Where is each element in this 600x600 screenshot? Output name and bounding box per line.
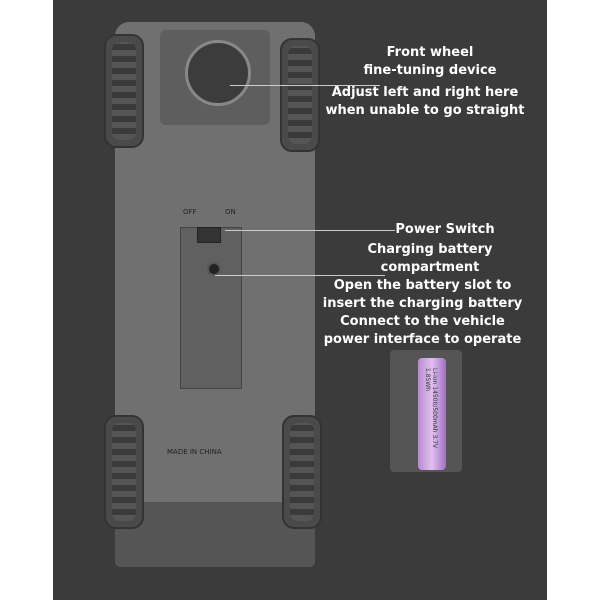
rear-right-tire (282, 415, 322, 529)
battery: Li-ion 14500/500mAh 3.7V 1.85Wh (418, 358, 446, 470)
on-label: ON (225, 208, 236, 216)
leader-line (215, 275, 385, 276)
made-in-label: MADE IN CHINA (167, 448, 222, 456)
trim-dial (185, 40, 251, 106)
rear-left-tire (104, 415, 144, 529)
leader-line (230, 85, 380, 86)
power-switch-label: Power Switch (395, 222, 495, 237)
front-left-tire (104, 34, 144, 148)
battery-text: Li-ion 14500/500mAh 3.7V 1.85Wh (424, 368, 438, 470)
front-right-tire (280, 38, 320, 152)
battery-door (180, 227, 242, 389)
leader-line (225, 230, 395, 231)
off-label: OFF (183, 208, 197, 216)
battery-door-screw (207, 262, 221, 276)
steering-plate (160, 30, 270, 125)
battery-spec: 14500/500mAh 3.7V 1.85Wh (424, 368, 438, 449)
rear-bumper (115, 502, 315, 567)
battery-brand: Li-ion (431, 368, 438, 385)
power-switch[interactable] (197, 227, 221, 243)
